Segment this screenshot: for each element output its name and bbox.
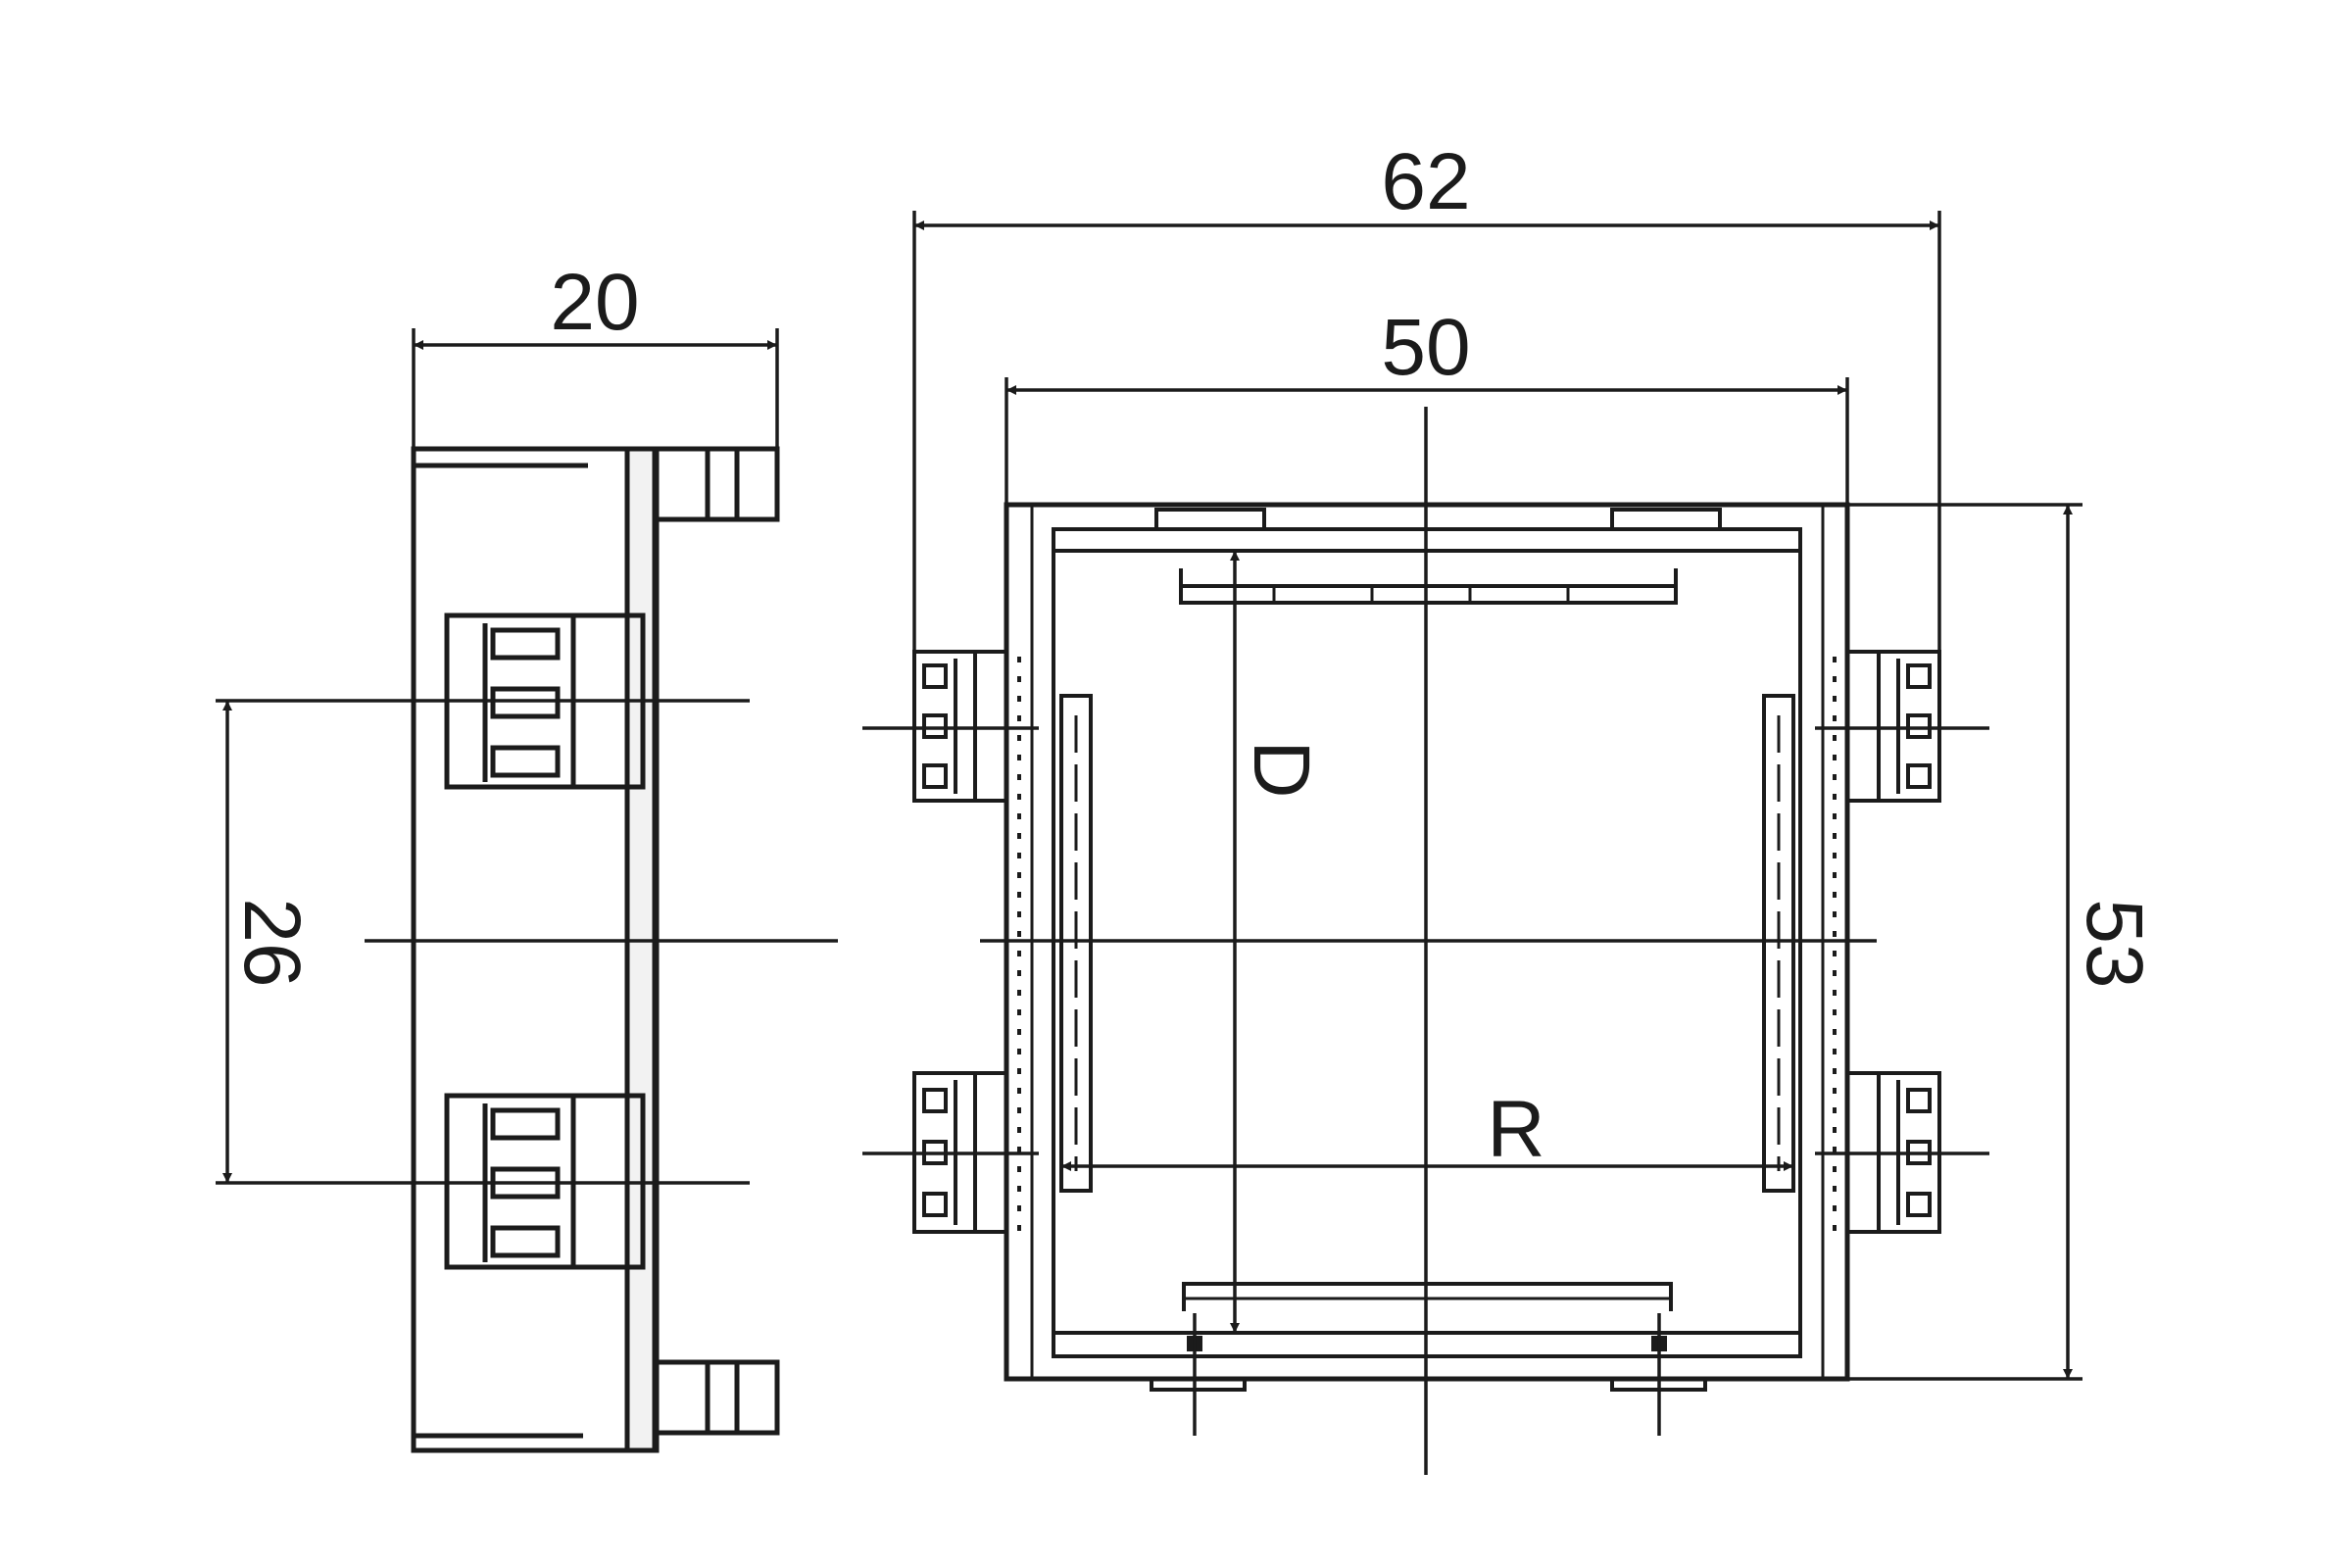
front-left-rail bbox=[1059, 694, 1093, 1193]
dim-50-label: 50 bbox=[1381, 303, 1470, 392]
front-axis-lines bbox=[862, 407, 1989, 1475]
dim-d-label: D bbox=[1237, 740, 1326, 798]
dim-26-label: 26 bbox=[227, 898, 317, 987]
side-view bbox=[411, 446, 780, 1453]
dim-r-label: R bbox=[1487, 1085, 1544, 1174]
front-right-rail bbox=[1762, 694, 1795, 1193]
dim-20-label: 20 bbox=[550, 258, 639, 347]
front-terminal-left-upper bbox=[912, 650, 1008, 803]
side-dimensions bbox=[222, 328, 779, 1183]
dim-53-label: 53 bbox=[2070, 899, 2159, 988]
front-dimensions bbox=[912, 211, 2082, 1381]
side-bottom-clip bbox=[652, 1359, 780, 1436]
side-top-clip bbox=[652, 446, 780, 522]
side-body bbox=[411, 446, 660, 1453]
side-rail bbox=[624, 446, 658, 1453]
side-axis-lines bbox=[216, 699, 838, 1185]
dim-62-label: 62 bbox=[1381, 137, 1470, 226]
front-terminal-right-upper bbox=[1845, 650, 1941, 803]
